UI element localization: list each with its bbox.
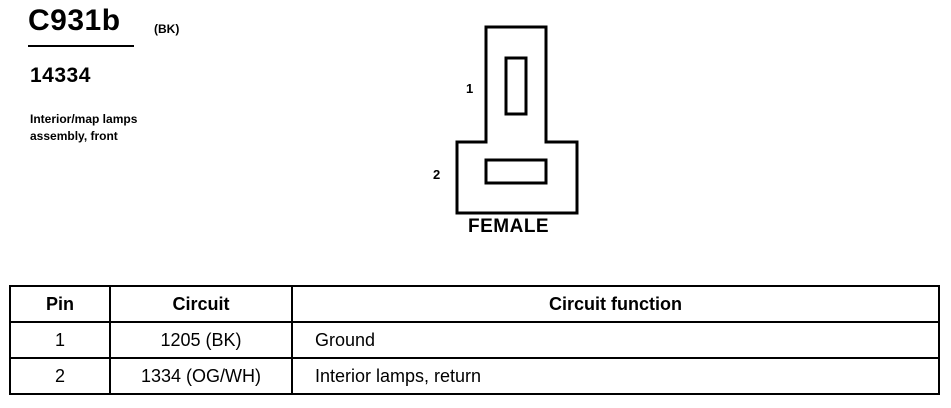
header-circuit-function: Circuit function xyxy=(291,285,940,323)
connector-color-code: (BK) xyxy=(154,22,180,36)
table-row: 1 1205 (BK) Ground xyxy=(9,321,940,359)
cell-circuit: 1205 (BK) xyxy=(109,321,293,359)
description-line-2: assembly, front xyxy=(30,129,118,143)
pin-1-label: 1 xyxy=(466,81,473,96)
pin-2-cavity xyxy=(484,158,548,185)
cell-pin: 1 xyxy=(9,321,111,359)
cell-pin: 2 xyxy=(9,357,111,395)
cell-circuit-function: Ground xyxy=(291,321,940,359)
cell-circuit: 1334 (OG/WH) xyxy=(109,357,293,395)
table-header-row: Pin Circuit Circuit function xyxy=(9,285,940,323)
pin-1-cavity xyxy=(504,56,528,116)
description-line-1: Interior/map lamps xyxy=(30,112,138,126)
pin-table: Pin Circuit Circuit function 1 1205 (BK)… xyxy=(9,285,940,395)
pin-2-label: 2 xyxy=(433,167,440,182)
connector-id: C931b xyxy=(28,4,121,37)
header-circuit: Circuit xyxy=(109,285,293,323)
connector-gender-label: FEMALE xyxy=(468,216,550,237)
connector-description: Interior/map lamps assembly, front xyxy=(30,111,137,145)
cell-circuit-function: Interior lamps, return xyxy=(291,357,940,395)
connector-face-diagram: 1 2 xyxy=(433,25,579,215)
connector-housing-outline xyxy=(455,25,579,215)
table-row: 2 1334 (OG/WH) Interior lamps, return xyxy=(9,357,940,395)
connector-id-underline xyxy=(28,45,134,47)
part-number: 14334 xyxy=(30,64,91,87)
header-pin: Pin xyxy=(9,285,111,323)
